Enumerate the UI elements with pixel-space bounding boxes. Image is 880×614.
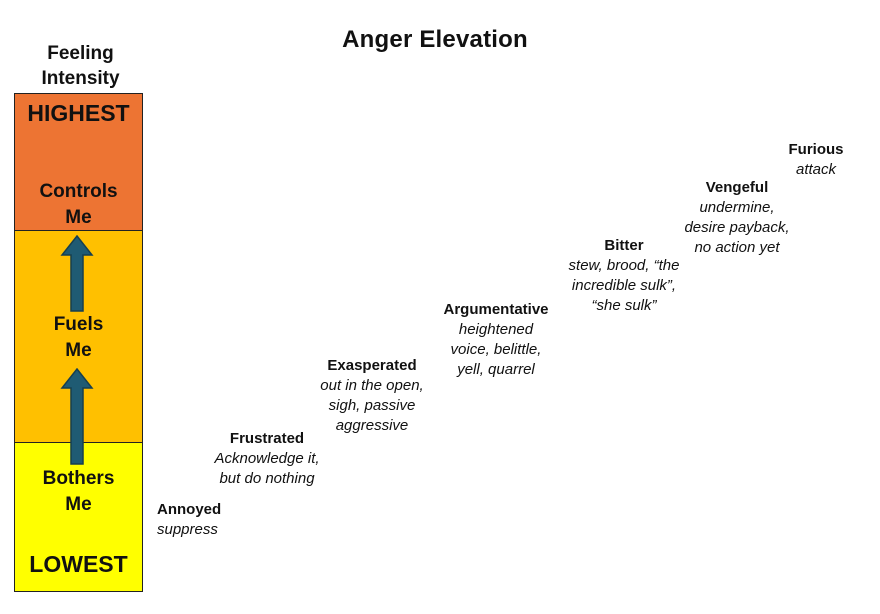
controls-line-1: Controls (39, 181, 118, 202)
page-title: Anger Elevation (342, 26, 528, 53)
stage-desc-line: aggressive (335, 417, 409, 434)
stage-desc-line: voice, belittle, (450, 341, 542, 358)
stage-desc-line: incredible sulk”, (571, 277, 677, 294)
scale-fuels-label: Fuels Me (14, 312, 143, 364)
intensity-label-line-1: Feeling (47, 43, 114, 64)
stage-name: Vengeful (705, 179, 769, 196)
stage-desc-line: Acknowledge it, (214, 450, 320, 467)
up-arrow-icon (60, 368, 94, 465)
scale-lowest-label: LOWEST (29, 551, 128, 577)
stage-desc-line: desire payback, (684, 219, 790, 236)
intensity-label-line-2: Intensity (41, 68, 120, 89)
stage-desc-line: heightened (458, 321, 534, 338)
stage-desc-line: stew, brood, “the (568, 257, 680, 274)
intensity-segment-high (14, 93, 143, 231)
intensity-axis-label: Feeling Intensity (18, 41, 143, 91)
stage-desc-line: “she sulk” (591, 297, 657, 314)
up-arrow-shape (60, 235, 94, 312)
stage-name: Frustrated (229, 430, 305, 447)
fuels-line-2: Me (65, 340, 92, 361)
stage-furious: Furious attack (776, 140, 856, 180)
stage-desc-line: out in the open, (320, 377, 424, 394)
scale-highest-label: HIGHEST (27, 100, 130, 126)
controls-line-2: Me (65, 207, 92, 228)
stage-annoyed: Annoyed suppress (157, 500, 221, 540)
stage-name: Annoyed (157, 501, 222, 518)
stage-name: Argumentative (443, 301, 549, 318)
stage-bitter: Bitter stew, brood, “the incredible sulk… (548, 236, 700, 316)
stage-name: Bitter (604, 237, 644, 254)
scale-bothers-label: Bothers Me (14, 466, 143, 518)
up-arrow-shape (60, 368, 94, 465)
stage-frustrated: Frustrated Acknowledge it, but do nothin… (196, 429, 338, 489)
stage-desc-line: attack (795, 161, 837, 178)
stage-desc-line: sigh, passive (328, 397, 416, 414)
fuels-line-1: Fuels (53, 314, 104, 335)
stage-name: Exasperated (327, 357, 417, 374)
stage-desc-line: but do nothing (219, 470, 315, 487)
bothers-line-1: Bothers (42, 468, 115, 489)
stage-desc-line: undermine, (699, 199, 775, 216)
bothers-line-2: Me (65, 494, 92, 515)
stage-argumentative: Argumentative heightened voice, belittle… (425, 300, 567, 380)
stage-desc-line: yell, quarrel (457, 361, 535, 378)
stage-vengeful: Vengeful undermine, desire payback, no a… (664, 178, 810, 258)
up-arrow-icon (60, 235, 94, 312)
stage-desc-line: suppress (157, 521, 218, 538)
stage-name: Furious (788, 141, 844, 158)
stage-exasperated: Exasperated out in the open, sigh, passi… (300, 356, 444, 436)
intensity-segment-low (14, 443, 143, 592)
scale-controls-label: Controls Me (14, 179, 143, 231)
stage-desc-line: no action yet (694, 239, 780, 256)
